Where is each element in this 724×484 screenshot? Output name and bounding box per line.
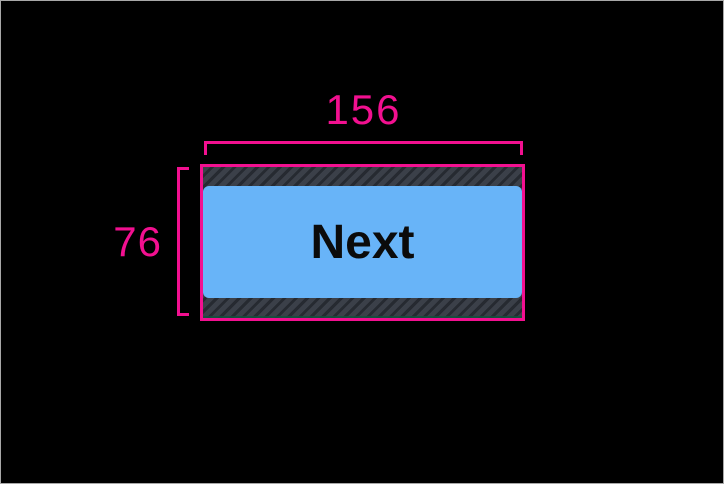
height-dimension-label: 76 <box>113 218 162 265</box>
width-measurement-bracket <box>204 141 523 155</box>
width-dimension-label: 156 <box>325 86 402 133</box>
view-bounds-outline: Next <box>200 164 525 321</box>
next-button[interactable]: Next <box>203 186 522 298</box>
baseline-indicator <box>203 316 522 318</box>
height-measurement-bracket <box>177 167 189 316</box>
